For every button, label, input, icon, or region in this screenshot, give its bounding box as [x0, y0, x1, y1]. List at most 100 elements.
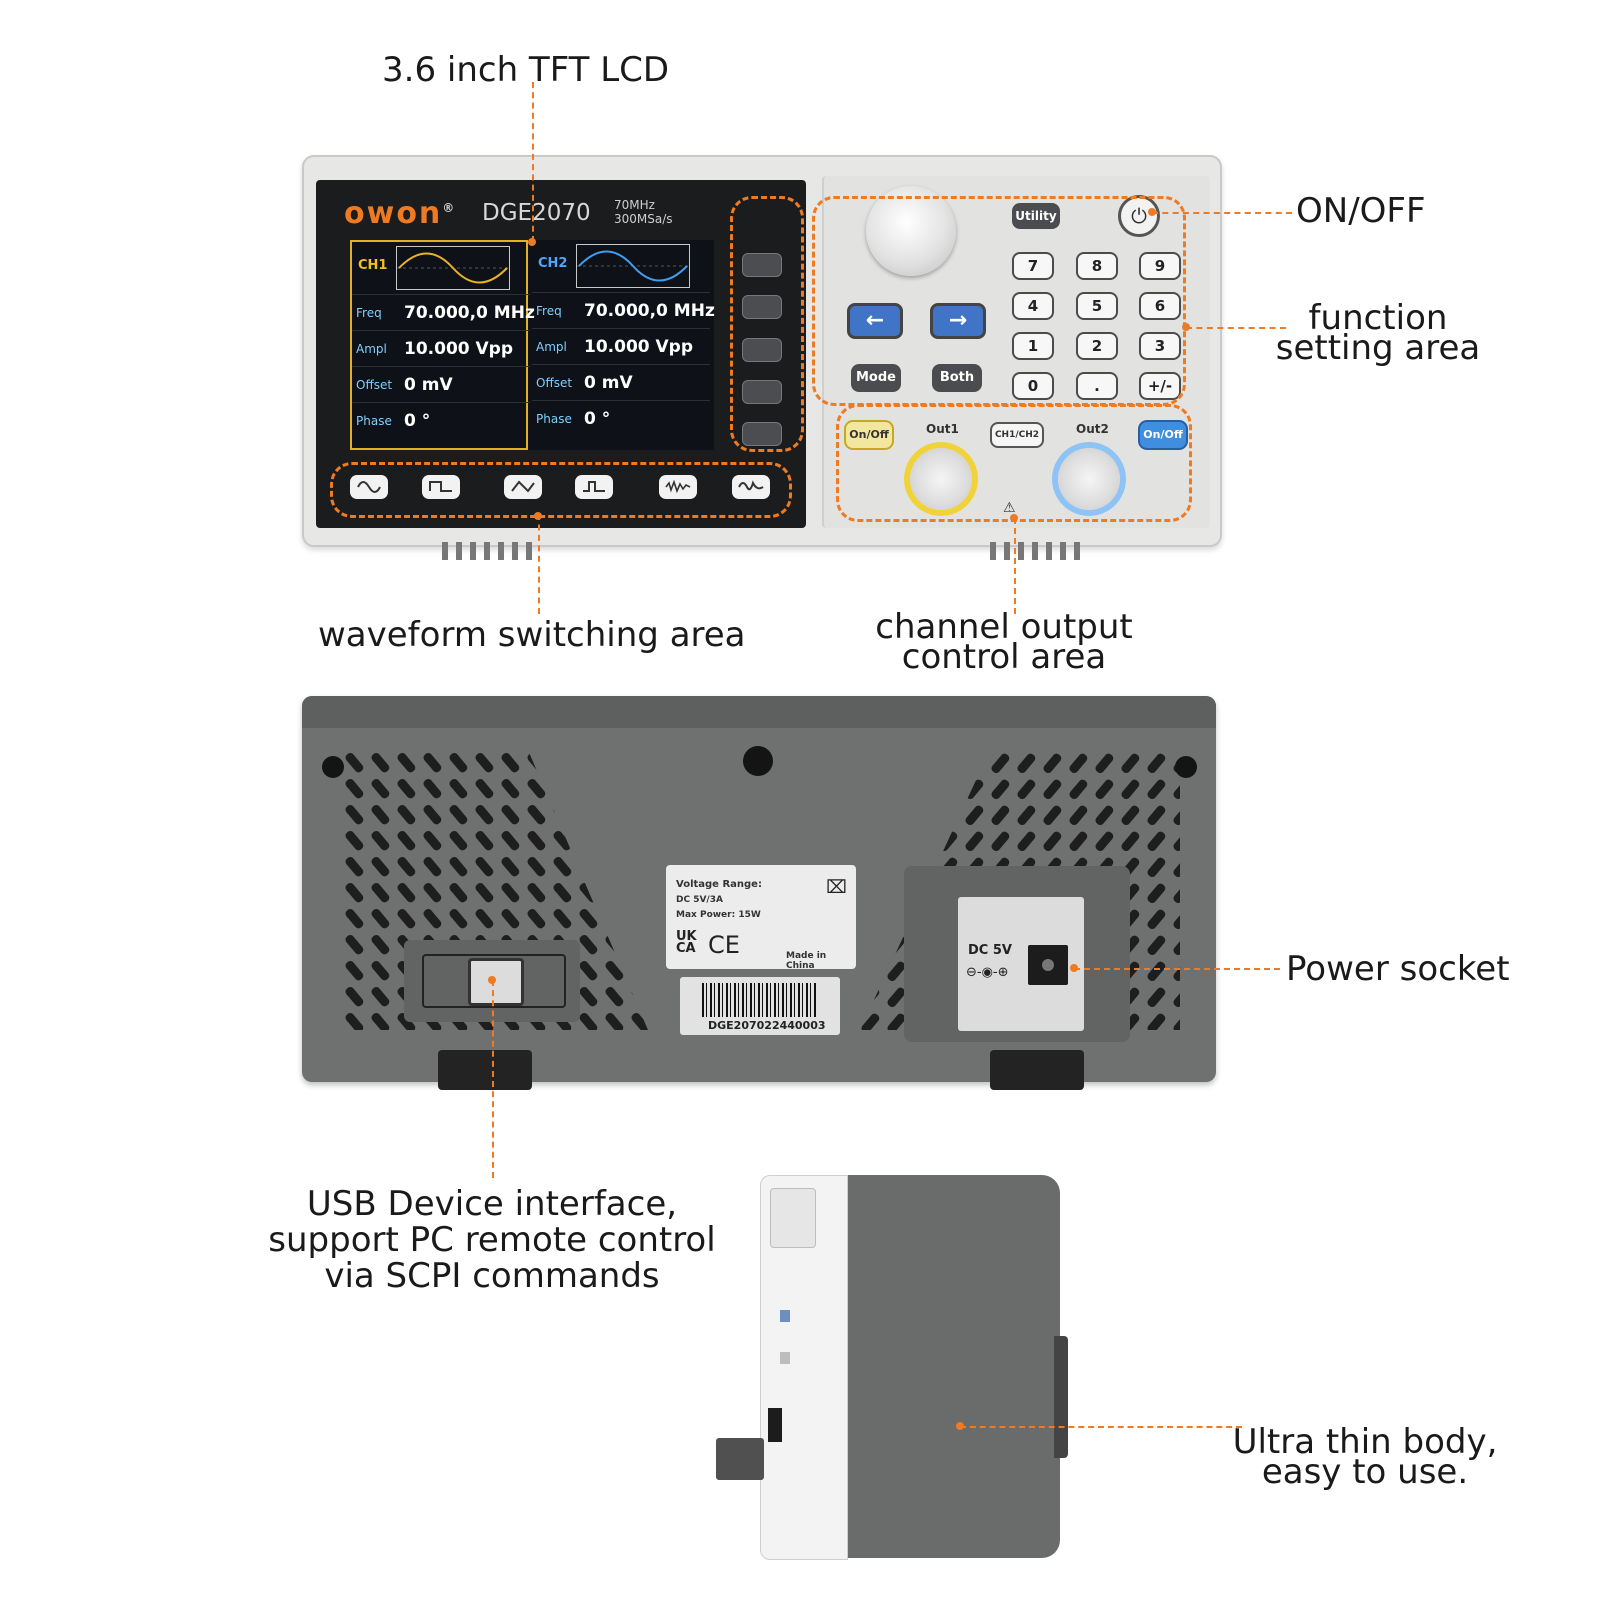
ch1-phase-value: 0 °: [404, 411, 431, 431]
ch2-phase-label: Phase: [536, 412, 572, 426]
label-voltage-range: Voltage Range:: [676, 879, 762, 890]
ch2-freq-row[interactable]: Freq 70.000,0 MHz: [532, 292, 715, 329]
waveform-zone: [330, 462, 792, 518]
rotary-knob[interactable]: [866, 186, 956, 276]
barcode-bars: [702, 983, 818, 1017]
dc-socket[interactable]: [1028, 945, 1068, 985]
out1-onoff-button[interactable]: On/Off: [844, 420, 894, 450]
ch1-waveform-preview: [396, 246, 510, 290]
both-button[interactable]: Both: [932, 364, 982, 392]
noise-icon: [665, 479, 691, 494]
out2-onoff-button[interactable]: On/Off: [1138, 420, 1188, 450]
key-7[interactable]: 7: [1012, 252, 1054, 280]
sine-button[interactable]: [350, 475, 388, 499]
leader-lcd-dot: [528, 238, 536, 246]
key-9[interactable]: 9: [1139, 252, 1181, 280]
key-3[interactable]: 3: [1139, 332, 1181, 360]
mode-button[interactable]: Mode: [851, 364, 901, 392]
key-6[interactable]: 6: [1139, 292, 1181, 320]
right-arrow-button[interactable]: →: [930, 303, 986, 339]
pulse-icon: [583, 481, 605, 492]
left-arrow-button[interactable]: ←: [847, 303, 903, 339]
square-button[interactable]: [422, 475, 460, 499]
leader-usb: [492, 980, 494, 1178]
callout-usb: USB Device interface, support PC remote …: [262, 1186, 722, 1294]
ch1-freq-value: 70.000,0 MHz: [404, 303, 535, 323]
ch1-sine-trace: [397, 252, 509, 284]
ramp-icon: [511, 480, 535, 493]
callout-function-setting: function setting area: [1258, 300, 1498, 366]
callout-thin-body: Ultra thin body, easy to use.: [1230, 1424, 1500, 1490]
ch1-ampl-label: Ampl: [356, 342, 387, 356]
ch2-ampl-label: Ampl: [536, 340, 567, 354]
leader-power-dot: [1070, 964, 1078, 972]
pulse-button[interactable]: [575, 475, 613, 499]
softkey-3[interactable]: [742, 338, 782, 362]
out1-bnc-connector: [910, 448, 972, 510]
softkey-zone: [730, 196, 804, 452]
ch-switch-button[interactable]: CH1/CH2: [990, 422, 1044, 448]
usb-port-frame: [422, 954, 566, 1008]
brand-logo: owon®: [344, 196, 456, 231]
out2-label: Out2: [1076, 422, 1109, 436]
rear-screw-left: [322, 756, 344, 778]
side-button-2: [780, 1352, 790, 1364]
key-dot[interactable]: .: [1076, 372, 1118, 400]
ch2-freq-value: 70.000,0 MHz: [584, 301, 715, 321]
usb-b-port[interactable]: [468, 958, 524, 1006]
ce-mark: CE: [708, 931, 740, 959]
ch2-freq-label: Freq: [536, 304, 562, 318]
leader-function: [1186, 327, 1286, 329]
label-max-power: Max Power: 15W: [676, 910, 761, 920]
ch1-offset-value: 0 mV: [404, 375, 453, 395]
key-8[interactable]: 8: [1076, 252, 1118, 280]
function-zone: [812, 196, 1186, 406]
callout-thin-line1: Ultra thin body,: [1232, 1422, 1498, 1462]
callout-thin-line2: easy to use.: [1261, 1452, 1469, 1492]
power-button[interactable]: ⏻: [1118, 195, 1160, 237]
leader-waveform: [538, 514, 540, 614]
leader-thin-body: [960, 1426, 1242, 1428]
square-icon: [429, 481, 452, 492]
leader-onoff-dot: [1148, 208, 1156, 216]
leader-channel-dot: [1010, 514, 1018, 522]
callout-usb-line3: via SCPI commands: [324, 1256, 660, 1296]
out2-bnc-connector: [1058, 448, 1120, 510]
out1-label: Out1: [926, 422, 959, 436]
key-1[interactable]: 1: [1012, 332, 1054, 360]
softkey-1[interactable]: [742, 253, 782, 277]
rear-screw-right: [1175, 756, 1197, 778]
ch2-offset-value: 0 mV: [584, 373, 633, 393]
softkey-4[interactable]: [742, 380, 782, 404]
utility-button[interactable]: Utility: [1012, 203, 1060, 229]
key-5[interactable]: 5: [1076, 292, 1118, 320]
callout-lcd: 3.6 inch TFT LCD: [382, 50, 670, 90]
callout-onoff: ON/OFF: [1296, 191, 1426, 231]
noise-button[interactable]: [659, 475, 697, 499]
leader-channel: [1014, 518, 1016, 614]
dc-socket-pin: [1042, 959, 1054, 971]
key-4[interactable]: 4: [1012, 292, 1054, 320]
rear-foot-right: [990, 1050, 1084, 1090]
sine-icon: [357, 481, 381, 493]
softkey-2[interactable]: [742, 295, 782, 319]
front-foot-right: [990, 542, 1080, 560]
callout-channel-output: channel output control area: [864, 609, 1144, 675]
spec-line2: 300MSa/s: [614, 212, 673, 226]
leader-function-dot: [1182, 323, 1190, 331]
callout-function-line1: function: [1308, 298, 1448, 338]
side-button-1: [780, 1310, 790, 1322]
key-0[interactable]: 0: [1012, 372, 1054, 400]
arbitrary-button[interactable]: [732, 475, 770, 499]
ramp-button[interactable]: [504, 475, 542, 499]
key-2[interactable]: 2: [1076, 332, 1118, 360]
